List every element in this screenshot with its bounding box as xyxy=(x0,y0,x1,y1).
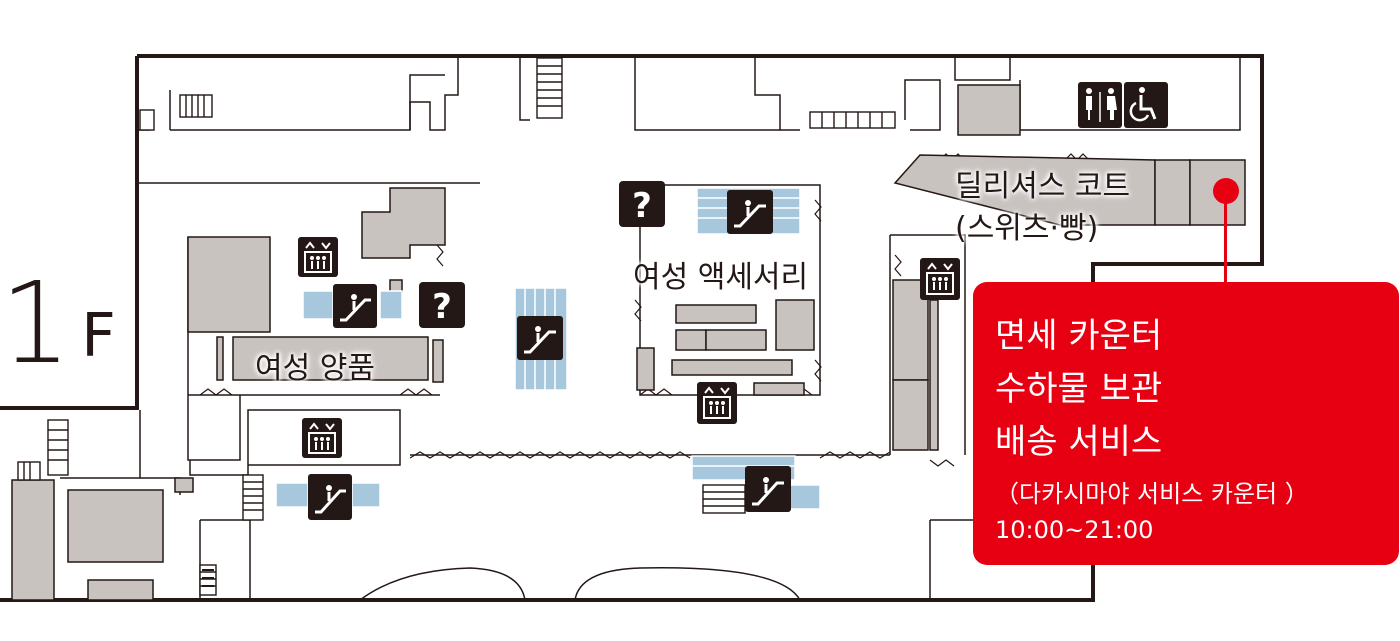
escalator-icon xyxy=(517,316,563,360)
svg-text:?: ? xyxy=(632,186,652,226)
counter-pin-line xyxy=(1224,190,1227,284)
wheelchair-icon xyxy=(1124,82,1168,128)
callout-hours: 10:00~21:00 xyxy=(995,516,1154,544)
escalator-icon xyxy=(333,284,377,328)
staircases xyxy=(17,57,896,596)
zone-womens-accessories: 여성 액세서리 xyxy=(633,260,809,295)
zone-delicatessen-sub: (스위츠·빵) xyxy=(955,211,1099,246)
building-outline xyxy=(0,54,1264,602)
escalator-icon xyxy=(727,190,773,234)
floor-letter: F xyxy=(81,301,116,371)
elevator-icon xyxy=(298,237,338,277)
elevator-icon xyxy=(920,258,960,300)
callout-delivery: 배송 서비스 xyxy=(995,422,1163,462)
callout-baggage: 수하물 보관 xyxy=(995,369,1163,409)
restroom-icon xyxy=(1078,82,1122,128)
service-counter-callout: 면세 카운터 수하물 보관 배송 서비스 （다카시마야 서비스 카운터 ） 10… xyxy=(973,282,1399,565)
callout-tax-free: 면세 카운터 xyxy=(995,316,1163,356)
shop-blocks xyxy=(11,84,1246,601)
information-icon: ? xyxy=(619,181,665,227)
zone-delicatessen: 딜리셔스 코트 xyxy=(955,169,1131,204)
svg-text:?: ? xyxy=(432,287,452,327)
escalator-icon xyxy=(745,466,791,512)
elevator-icon xyxy=(302,418,342,458)
small-stair-glyph xyxy=(202,569,214,587)
zone-womens-goods: 여성 양품 xyxy=(255,351,375,386)
floor-number: 1 xyxy=(0,259,72,389)
counter-location-pin xyxy=(1213,178,1239,204)
door-markers xyxy=(199,153,1090,467)
elevator-icon xyxy=(697,382,737,424)
information-icon: ? xyxy=(419,282,465,328)
escalator-icon xyxy=(308,474,352,520)
callout-counter-name: （다카시마야 서비스 카운터 ） xyxy=(995,480,1309,508)
